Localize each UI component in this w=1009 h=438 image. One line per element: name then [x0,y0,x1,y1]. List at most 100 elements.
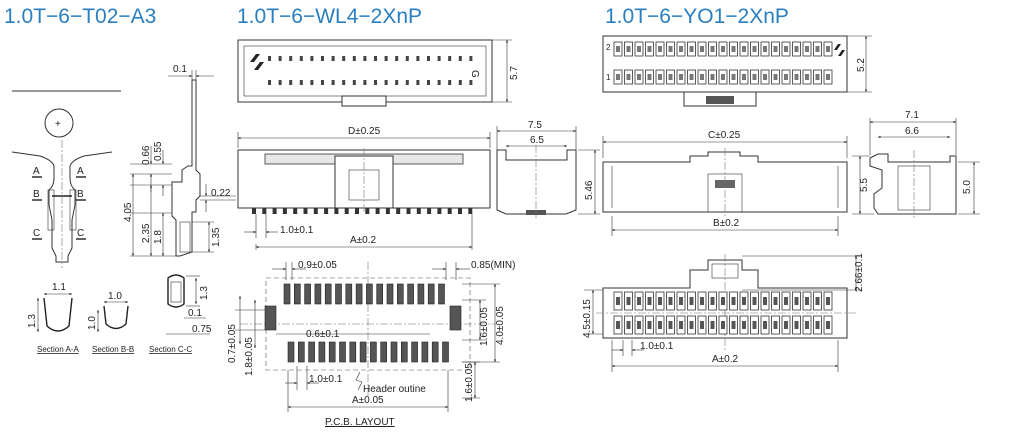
header-pin-top-row [268,56,271,61]
pcb-pad-top [366,283,373,305]
header-pin-tail [396,208,401,214]
housing-cavity-contact [647,46,652,52]
header-pin-top-row [405,56,409,61]
header-pin-tail [355,208,359,214]
header-pin-bottom-row [427,80,430,85]
dim-housing-6-6: 6.6 [905,126,919,137]
pcb-pad-top [335,283,342,305]
housing-bottom-contact [763,297,767,305]
header-pin-tail [385,208,390,214]
housing-bottom-contact [679,321,683,329]
housing-cavity-contact [742,74,746,80]
header-pin-bottom-row [374,80,377,85]
housing-cavity-contact [773,74,778,80]
header-g-mark: G [469,70,480,78]
dim-housing-5-2: 5.2 [856,58,867,72]
pcb-pad-top [283,283,291,305]
housing-bottom-contact [752,321,757,329]
header-pin-bottom-row [384,80,388,85]
header-pin-bottom-row [278,80,282,85]
terminal-drawing: + A A B B C C 0.1 [11,64,236,268]
header-top-view: G 5.7 [237,39,520,107]
header-front-view: D±0.25 1.0±0.1 A±0.2 [237,126,491,250]
housing-cavity-contact [773,46,778,52]
housing-bottom-contact [626,297,631,305]
housing-pin-1-label: 1 [606,73,611,82]
pcb-pad-top [304,283,311,305]
header-pin-tail [375,208,380,214]
housing-bottom-contact [658,297,662,305]
housing-cavity-contact [616,74,620,80]
header-pin-tail [252,208,256,214]
header-pin-top-row [427,56,430,61]
housing-front-view: C±0.25 B±0.2 [602,130,848,236]
dim-header-pitch: 1.0±0.1 [280,225,314,236]
header-pin-tail [344,208,349,214]
header-pin-tail [293,208,298,214]
header-pin-tail [313,208,318,214]
pcb-pad-bottom [308,341,315,363]
header-pin-bottom-row [469,80,473,85]
header-pin-tail [282,208,287,214]
pcb-pad-top [438,283,445,305]
header-pin-top-row [395,56,399,61]
housing-bottom-contact [616,321,620,329]
header-pin-top-row [384,56,388,61]
housing-cavity-contact [826,74,830,80]
housing-bottom-cells [613,291,833,335]
dim-pcb-a: A±0.05 [352,395,384,406]
dim-terminal-0-1: 0.1 [173,64,187,75]
pcb-pad-top [427,283,435,305]
housing-top-cells [613,41,833,85]
pcb-pad-bottom [380,341,388,363]
pcb-pad-bottom [411,341,418,363]
pcb-header-outline-label: Header outine [363,384,426,395]
dim-pcb-pad-height: 1.6±0.05 [479,307,490,346]
dim-header-6-5: 6.5 [530,135,544,146]
pcb-pad-top [417,283,425,305]
housing-bottom-contact [784,321,788,329]
dim-pcb-half-pitch: 0.6±0.1 [306,329,340,340]
pcb-pad-top [314,283,322,305]
dim-section-a-height: 1.3 [27,314,38,328]
housing-cavity-contact [658,74,662,80]
housing-cavity-contact [763,46,767,52]
section-a-label: Section A-A [37,345,79,354]
housing-bottom-contact [700,297,704,305]
header-pin-bottom-row [395,80,399,85]
dim-header-a: A±0.2 [350,235,376,246]
dim-terminal-1-35: 1.35 [211,227,222,247]
housing-bottom-contact [721,321,725,329]
pcb-pads [283,283,449,363]
housing-bottom-contact [647,297,652,305]
dim-pcb-pitch: 1.0±0.1 [309,374,343,385]
dim-terminal-2-35: 2.35 [141,223,152,243]
housing-bottom-contact [826,297,830,305]
section-marker-b-left: B [33,189,40,200]
housing-bottom-contact [815,321,820,329]
housing-cavity-contact [763,74,767,80]
header-pin-tail [447,208,452,214]
header-pin-bottom-row [437,80,441,85]
housing-cavity-contact [647,74,652,80]
section-c-label: Section C-C [149,345,192,354]
header-pin-bottom-row [405,80,409,85]
pcb-pad-bottom [421,341,429,363]
housing-cavity-contact [815,74,820,80]
housing-cavity-contact [637,74,641,80]
housing-bottom-contact [616,297,620,305]
dim-housing-4-5: 4.5±0.15 [582,299,593,338]
header-pin-tail [365,208,370,214]
header-pin-tail [437,208,442,214]
section-marker-c-left: C [33,228,40,239]
housing-cavity-contact [805,46,809,52]
dim-section-a-width: 1.1 [52,282,66,293]
dim-section-b-height: 1.0 [87,316,98,330]
housing-bottom-contact [742,321,746,329]
housing-cavity-contact [794,74,799,80]
pcb-pad-bottom [370,341,377,363]
housing-side-view: 7.1 6.6 5.5 5.0 [852,110,980,218]
dim-section-c-0-1: 0.1 [188,308,202,319]
housing-bottom-contact [763,321,767,329]
pcb-side-pad-left [264,305,277,331]
